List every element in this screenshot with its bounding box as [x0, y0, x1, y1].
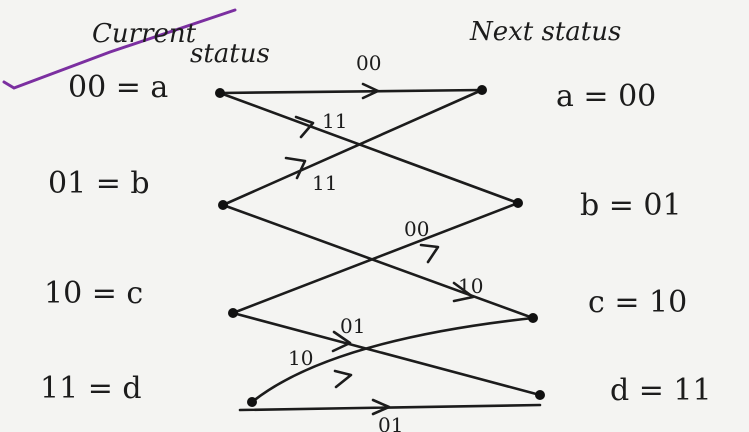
next-state-c: c = 10: [588, 285, 687, 320]
next-header: Next status: [469, 17, 621, 47]
edge-a-a: [218, 88, 484, 95]
label-a-a: 00: [356, 51, 381, 75]
edge-b-c: [221, 203, 535, 320]
edge-a-b: [218, 91, 520, 205]
label-d-d: 01: [378, 413, 403, 432]
next-state-d: d = 11: [610, 373, 712, 408]
node-next-a: [477, 85, 487, 95]
edge-c-b: [231, 201, 520, 315]
next-state-b: b = 01: [580, 188, 682, 223]
edge-b-a: [221, 88, 484, 207]
node-current-b: [218, 200, 228, 210]
current-header-line2: status: [190, 39, 270, 69]
current-header-line1: Current: [92, 19, 197, 49]
node-next-b: [513, 198, 523, 208]
arrowhead-c-b: [419, 243, 440, 264]
arrowhead-b-a: [284, 156, 307, 180]
label-c-b: 10: [458, 274, 483, 298]
label-b-c: 00: [404, 217, 429, 241]
label-d-c: 10: [288, 346, 313, 370]
node-current-d: [247, 397, 257, 407]
corner-mark: [2, 8, 237, 90]
current-state-c: 10 = c: [44, 276, 143, 311]
node-current-c: [228, 308, 238, 318]
arrowhead-b-c: [452, 281, 475, 303]
current-state-b: 01 = b: [48, 166, 150, 201]
arrowhead-a-b: [294, 115, 315, 139]
current-state-a: 00 = a: [68, 70, 168, 105]
arrowhead-d-d: [371, 398, 391, 416]
edge-d-c: [250, 316, 535, 404]
edge-c-d: [231, 311, 542, 397]
arrowhead-a-a: [361, 82, 380, 100]
node-next-d: [535, 390, 545, 400]
next-state-a: a = 00: [556, 79, 656, 114]
label-b-a: 11: [312, 171, 337, 195]
current-state-d: 11 = d: [40, 371, 142, 406]
arrowhead-c-d: [331, 330, 352, 353]
label-c-d: 01: [340, 314, 365, 338]
node-next-c: [528, 313, 538, 323]
label-a-b: 11: [322, 109, 347, 133]
arrowhead-d-c: [333, 369, 353, 389]
node-current-a: [215, 88, 225, 98]
